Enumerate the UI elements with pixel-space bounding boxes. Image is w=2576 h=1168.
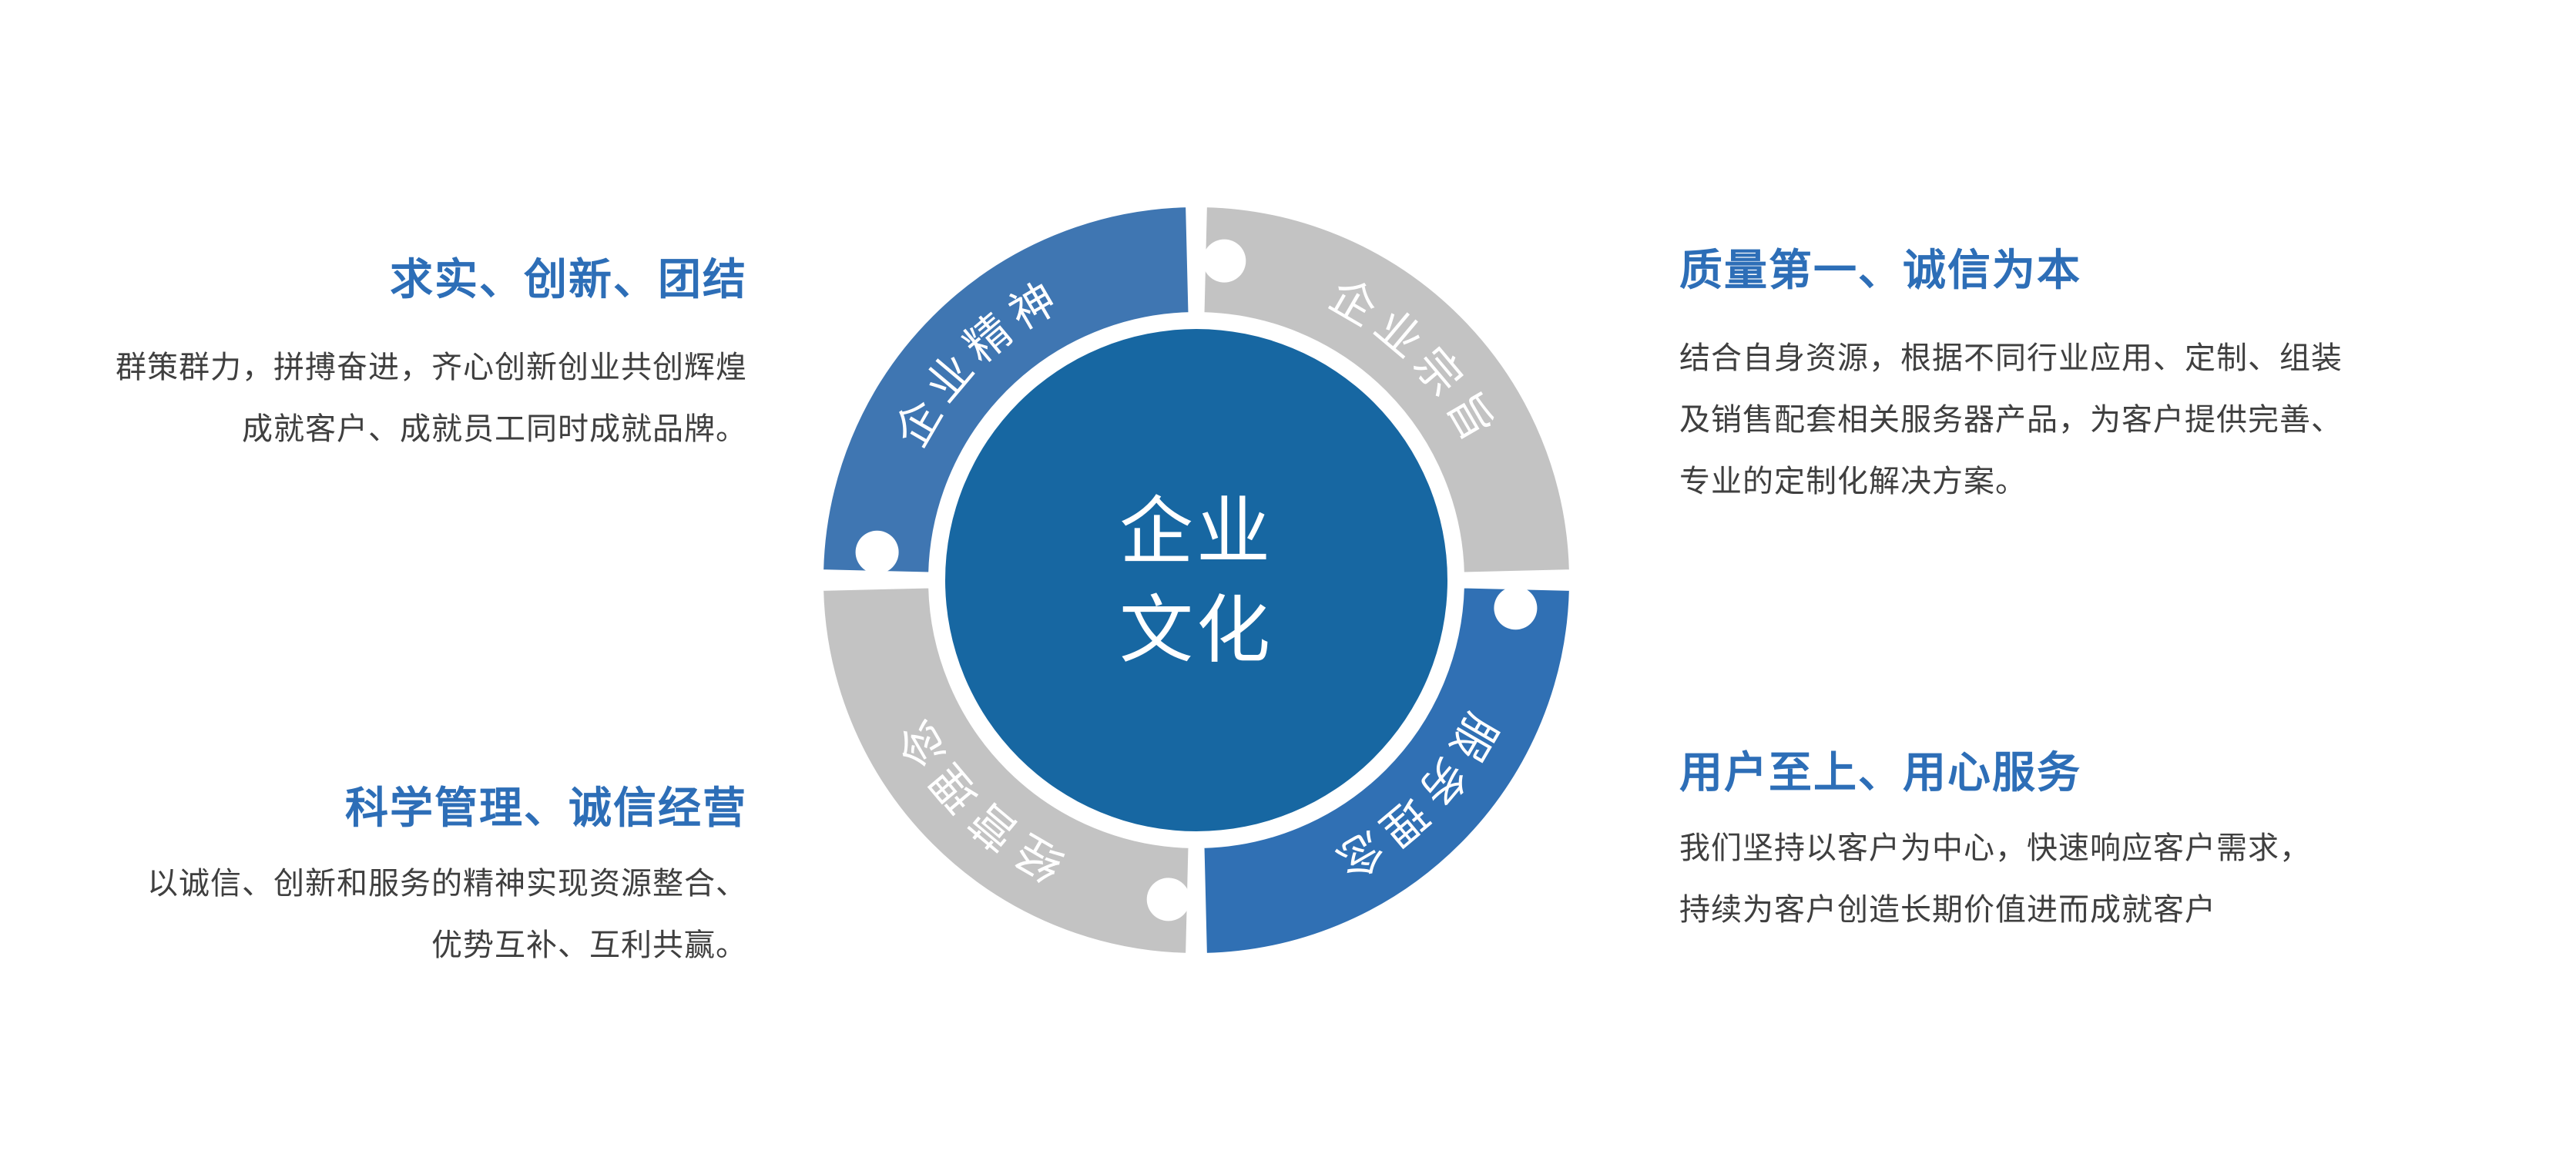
segment-enterprise-purpose — [1201, 204, 1572, 576]
segment-enterprise-spirit — [820, 204, 1192, 576]
value-body-bottom-left: 以诚信、创新和服务的精神实现资源整合、 优势互补、互利共赢。 — [147, 866, 747, 964]
puzzle-notch-top — [1202, 239, 1246, 283]
value-block-top-right: 质量第一、诚信为本 结合自身资源，根据不同行业应用、定制、组装 及销售配套相关服… — [1679, 245, 2434, 512]
value-block-bottom-left: 科学管理、诚信经营 以诚信、创新和服务的精神实现资源整合、 优势互补、互利共赢。 — [85, 783, 747, 976]
center-title-line2: 文化 — [1119, 587, 1273, 673]
value-block-top-left: 求实、创新、团结 群策群力，拼搏奋进，齐心创新创业共创辉煌 成就客户、成就员工同… — [85, 254, 747, 460]
segment-management-philosophy — [820, 585, 1192, 956]
value-title-bottom-left: 科学管理、诚信经营 — [345, 784, 747, 834]
value-title-top-right: 质量第一、诚信为本 — [1679, 246, 2081, 296]
culture-wheel-diagram: 企业宗旨 服务理念 经营理念 企业精神 企业 文化 — [820, 204, 1572, 956]
segment-service-philosophy — [1201, 585, 1572, 956]
puzzle-notch-left — [855, 530, 899, 574]
puzzle-notch-bottom — [1146, 878, 1190, 921]
center-circle — [945, 329, 1447, 831]
value-title-bottom-right: 用户至上、用心服务 — [1679, 748, 2081, 798]
center-title-line1: 企业 — [1119, 488, 1273, 575]
value-title-top-left: 求实、创新、团结 — [390, 255, 747, 305]
value-body-bottom-right: 我们坚持以客户为中心，快速响应客户需求， 持续为客户创造长期价值进而成就客户 — [1679, 831, 2311, 928]
puzzle-notch-right — [1494, 586, 1538, 630]
value-body-top-left: 群策群力，拼搏奋进，齐心创新创业共创辉煌 成就客户、成就员工同时成就品牌。 — [116, 350, 747, 448]
value-block-bottom-right: 用户至上、用心服务 我们坚持以客户为中心，快速响应客户需求， 持续为客户创造长期… — [1679, 747, 2434, 941]
value-body-top-right: 结合自身资源，根据不同行业应用、定制、组装 及销售配套相关服务器产品，为客户提供… — [1679, 341, 2343, 500]
